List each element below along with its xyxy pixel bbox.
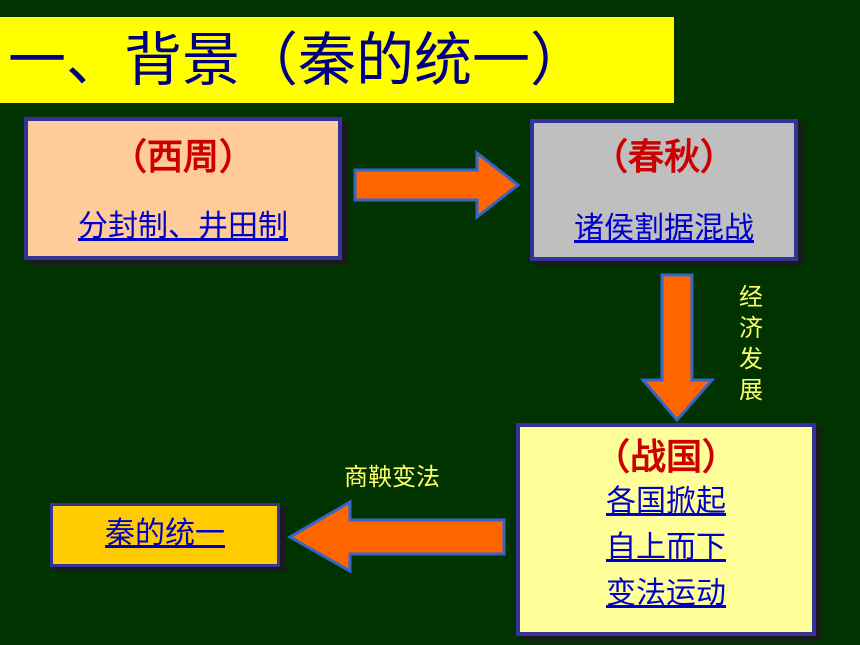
arrow-down-icon xyxy=(640,273,716,423)
label-economy-char: 济 xyxy=(739,314,763,342)
link-zhuhou-geju[interactable]: 诸侯割据混战 xyxy=(574,211,754,246)
arrow-right-icon xyxy=(353,150,521,220)
box-chunqiu: （春秋） 诸侯割据混战 xyxy=(530,119,798,261)
link-qin-unification[interactable]: 秦的统一 xyxy=(105,516,225,551)
box-zhanguo-heading: （战国） xyxy=(593,436,738,478)
link-zhanguo-line-3[interactable]: 变法运动 xyxy=(606,576,726,611)
link-zhanguo-line-2[interactable]: 自上而下 xyxy=(606,530,726,565)
box-zhanguo: （战国） 各国掀起 自上而下 变法运动 xyxy=(516,423,816,636)
label-economy-development: 经 济 发 展 xyxy=(734,282,768,406)
box-xizhou-heading: （西周） xyxy=(110,136,255,178)
box-qin-unification: 秦的统一 xyxy=(50,503,280,567)
label-economy-char: 经 xyxy=(739,283,763,311)
label-economy-char: 发 xyxy=(739,345,763,373)
slide-title: 一、背景（秦的统一） xyxy=(0,17,674,103)
label-economy-char: 展 xyxy=(739,376,763,404)
label-shangyang-reform: 商鞅变法 xyxy=(344,463,440,491)
link-zhanguo-line-1[interactable]: 各国掀起 xyxy=(606,484,726,519)
link-fenfeng-jingtian[interactable]: 分封制、井田制 xyxy=(78,209,288,244)
box-chunqiu-heading: （春秋） xyxy=(591,136,736,178)
box-xizhou: （西周） 分封制、井田制 xyxy=(24,117,342,260)
arrow-left-icon xyxy=(286,499,506,574)
